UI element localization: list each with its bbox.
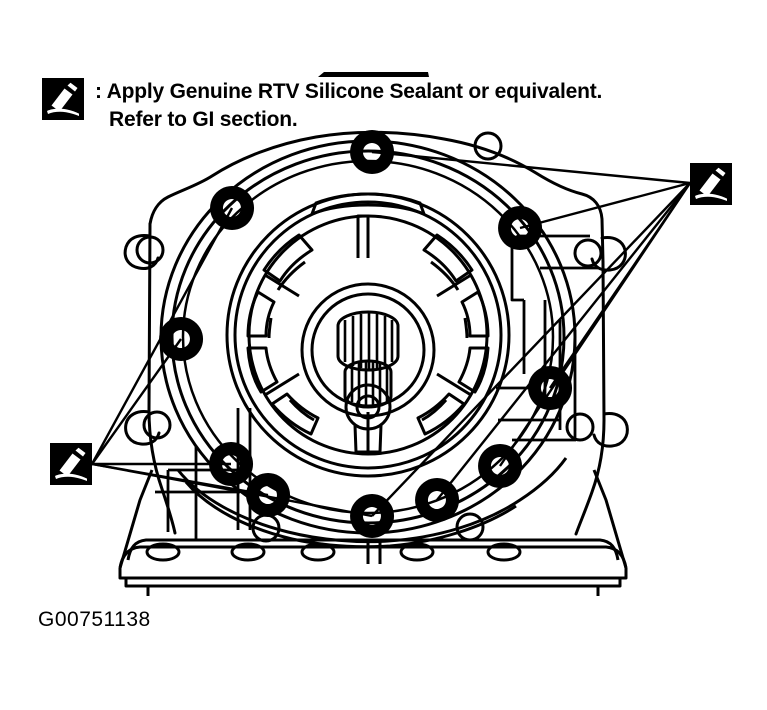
bolt-hole-upper-left [210, 186, 255, 230]
figure-id-label: G00751138 [38, 608, 151, 631]
bolt-hole-bottom [350, 494, 395, 538]
plain-hole-right-lower [565, 412, 595, 442]
legend-line-1: : Apply Genuine RTV Silicone Sealant or … [95, 80, 603, 103]
legend-sealant-icon-wrap [42, 78, 84, 120]
bolt-hole-top [350, 130, 395, 174]
bolt-hole-left [159, 317, 204, 361]
bolt-hole-bottom-right [415, 478, 460, 522]
leader-lines-right [371, 150, 691, 517]
plain-hole-left-upper [135, 235, 165, 265]
oil-pan-flange [118, 469, 628, 596]
pan-slot-2 [230, 542, 266, 562]
leader-lines-left [90, 207, 373, 518]
sealant-callout-right[interactable] [690, 163, 732, 205]
plain-hole-right-upper [573, 238, 603, 268]
scan-artifact-bar [318, 72, 429, 77]
pan-slot-1 [145, 542, 181, 562]
input-shaft-splines [336, 310, 400, 409]
plain-hole-bottom-right [455, 512, 485, 542]
plain-hole-upper-right [473, 131, 503, 161]
pan-flange-slots-group [145, 542, 522, 562]
converter-vane-webs [246, 214, 490, 454]
pan-slot-3 [300, 542, 336, 562]
pan-slot-4 [399, 542, 435, 562]
pan-slot-5 [486, 542, 522, 562]
legend-line-2: Refer to GI section. [109, 108, 298, 131]
sealant-applicator-icon [690, 163, 732, 205]
shaft-end-boss [344, 383, 392, 454]
bolt-hole-lower-left [209, 442, 254, 486]
sealant-bolt-holes-group [159, 130, 573, 538]
sealant-applicator-icon [50, 443, 92, 485]
plain-hole-left-lower [142, 410, 172, 440]
bolt-hole-lower-right [478, 444, 523, 488]
bolt-hole-upper-right [498, 206, 543, 250]
bolt-hole-bottom-left [246, 473, 291, 517]
lower-gasket-contour [176, 457, 568, 549]
sealant-applicator-icon [42, 78, 84, 120]
bolt-hole-right [528, 366, 573, 410]
sealant-callout-left[interactable] [50, 443, 92, 485]
